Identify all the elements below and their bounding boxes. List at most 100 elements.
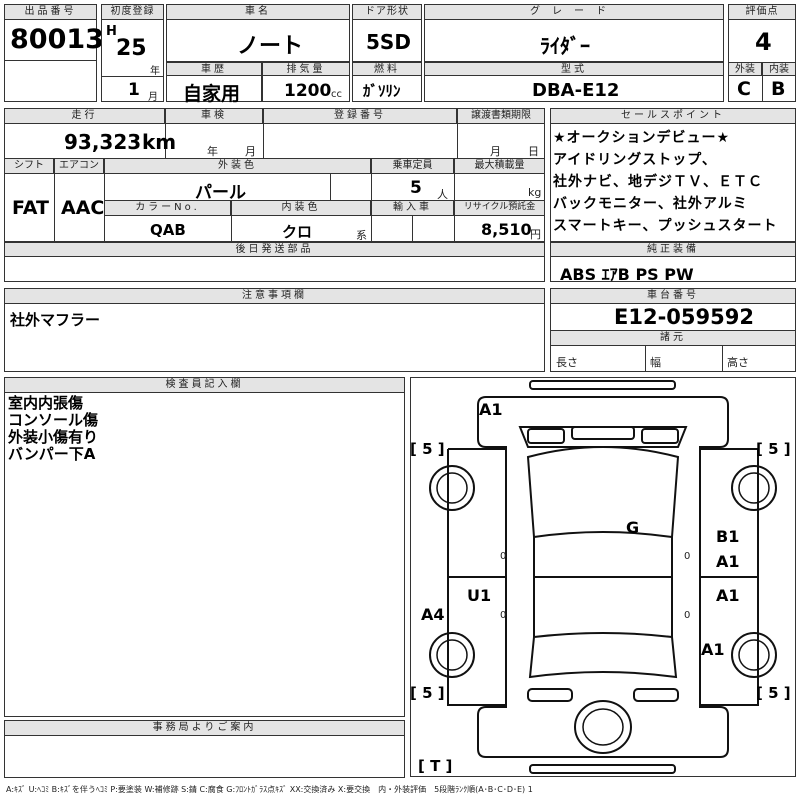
height-label: 高さ — [727, 356, 749, 369]
damage-mark-left-rear-door: U1 — [467, 586, 492, 605]
length-label: 長さ — [556, 356, 578, 369]
tire-front-left: [ 5 ] — [410, 440, 445, 458]
lot-number-label: 出品番号 — [4, 4, 97, 20]
model-label: 型式 — [424, 62, 724, 76]
lot-number: 80013 — [10, 24, 104, 55]
capacity: 5 — [410, 178, 422, 198]
damage-mark-zero: 0 — [500, 551, 507, 562]
interior-color-label: 内装色 — [231, 200, 371, 216]
inspector-note: 外装小傷有り — [8, 428, 99, 446]
score-label: 評価点 — [728, 4, 796, 20]
damage-mark-zero: 0 — [500, 610, 507, 621]
inspector-note: 室内内張傷 — [8, 394, 84, 412]
damage-diagram-cell — [410, 377, 796, 777]
sales-point-line: 社外ナビ、地デジＴＶ、ＥＴＣ — [553, 174, 763, 190]
exterior-grade-label: 外装 — [728, 62, 762, 76]
damage-mark-zero: 0 — [684, 551, 691, 562]
damage-mark-right-front-door: B1 — [716, 527, 740, 546]
color-number: QAB — [150, 221, 186, 239]
interior-grade: B — [771, 78, 786, 100]
door-type: 5SD — [366, 30, 411, 54]
max-load-unit: kg — [528, 186, 542, 199]
car-outline-diagram — [429, 380, 777, 774]
registration-year: 25 — [116, 36, 147, 61]
recycle-fee: 8,510 — [481, 220, 532, 239]
capacity-unit: 人 — [437, 188, 448, 201]
grade: ﾗｲﾀﾞｰ — [540, 34, 590, 58]
caution-label: 注意事項欄 — [4, 288, 545, 304]
transfer-deadline-label: 譲渡書類期限 — [457, 108, 545, 124]
inspection-label: 車検 — [165, 108, 263, 124]
recycle-fee-unit: 円 — [530, 228, 541, 241]
chassis-label: 車台番号 — [550, 288, 796, 304]
sales-point-line: ★オークションデビュー★ — [553, 130, 731, 146]
tire-front-right: [ 5 ] — [756, 440, 791, 458]
color-number-label: カラーNo. — [104, 200, 231, 216]
spec-block — [4, 108, 545, 242]
exterior-grade: C — [737, 78, 751, 100]
fuel-label: 燃料 — [352, 62, 422, 76]
era-letter: H — [106, 24, 117, 39]
ac-type: AAC — [61, 197, 105, 219]
exterior-color-label: 外装色 — [104, 158, 371, 174]
sales-points-label: セールスポイント — [550, 108, 796, 124]
registration-month: 1 — [128, 80, 140, 100]
car-name: ノート — [237, 34, 304, 59]
interior-grade-label: 内装 — [762, 62, 796, 76]
tire-rear-right: [ 5 ] — [756, 684, 791, 702]
displacement-label: 排気量 — [262, 62, 350, 76]
inspector-notes-list: 室内内張傷 コンソール傷 外装小傷有り バンパー下A — [8, 395, 98, 463]
sales-point-line: アイドリングストップ、 — [553, 152, 717, 168]
grade-label: グレード — [424, 4, 724, 20]
equipment-label: 純正装備 — [550, 242, 796, 257]
damage-mark-front-bumper: A1 — [479, 400, 503, 419]
mileage-label: 走行 — [4, 108, 165, 124]
interior-color-unit: 系 — [356, 229, 367, 242]
later-parts-label: 後日発送部品 — [4, 242, 545, 257]
damage-mark-right-front-door: A1 — [716, 552, 740, 571]
model-code: DBA-E12 — [532, 80, 620, 101]
damage-mark-windshield: G — [626, 518, 640, 537]
displacement: 1200 — [284, 81, 332, 101]
displacement-unit: cc — [331, 89, 342, 100]
damage-mark-right-rear-fender: A1 — [701, 640, 725, 659]
shift-type: FAT — [12, 197, 49, 219]
dimensions-label: 諸元 — [550, 330, 796, 346]
history: 自家用 — [183, 83, 241, 105]
width-label: 幅 — [650, 356, 661, 369]
capacity-label: 乗車定員 — [371, 158, 454, 174]
fuel: ｶﾞｿﾘﾝ — [363, 82, 401, 100]
tire-rear-left: [ 5 ] — [410, 684, 445, 702]
inspector-note: コンソール傷 — [8, 411, 99, 429]
month-unit: 月 — [148, 92, 158, 103]
inspection-month-unit: 月 — [245, 145, 256, 158]
exterior-color: パール — [195, 183, 246, 203]
year-unit: 年 — [150, 66, 160, 77]
mileage-unit: km — [142, 130, 177, 154]
spare-tire: [ T ] — [418, 757, 453, 775]
score: 4 — [755, 28, 772, 56]
shift-label: シフト — [4, 158, 54, 174]
history-label: 車歴 — [166, 62, 262, 76]
inspector-note: バンパー下A — [8, 445, 96, 463]
inspection-year-unit: 年 — [207, 145, 218, 158]
equipment: ABS ｴｱB PS PW — [560, 265, 694, 284]
max-load-label: 最大積載量 — [454, 158, 545, 174]
ac-label: エアコン — [54, 158, 104, 174]
transfer-day-unit: 日 — [528, 145, 539, 158]
interior-color: クロ — [282, 223, 313, 241]
mileage: 93,323 — [64, 130, 142, 154]
recycle-fee-label: リサイクル預託金 — [454, 200, 545, 216]
door-label: ドア形状 — [352, 4, 422, 20]
sales-point-line: スマートキー、プッシュスタート — [553, 218, 778, 234]
chassis-number: E12-059592 — [614, 305, 754, 329]
car-name-label: 車名 — [166, 4, 350, 20]
caution-note: 社外マフラー — [10, 311, 101, 329]
sales-point-line: バックモニター、社外アルミ — [553, 196, 748, 212]
transfer-month-unit: 月 — [490, 145, 501, 158]
damage-mark-left-rear-fender: A4 — [421, 605, 445, 624]
inspector-notes-label: 検査員記入欄 — [4, 377, 405, 393]
sales-points-list: ★オークションデビュー★ アイドリングストップ、 社外ナビ、地デジＴＶ、ＥＴＣ … — [553, 127, 777, 237]
legend-text: A:ｷｽﾞ U:ﾍｺﾐ B:ｷｽﾞを伴うﾍｺﾐ P:要塗装 W:補修跡 S:錆 … — [6, 785, 533, 794]
registration-number-label: 登録番号 — [263, 108, 457, 124]
